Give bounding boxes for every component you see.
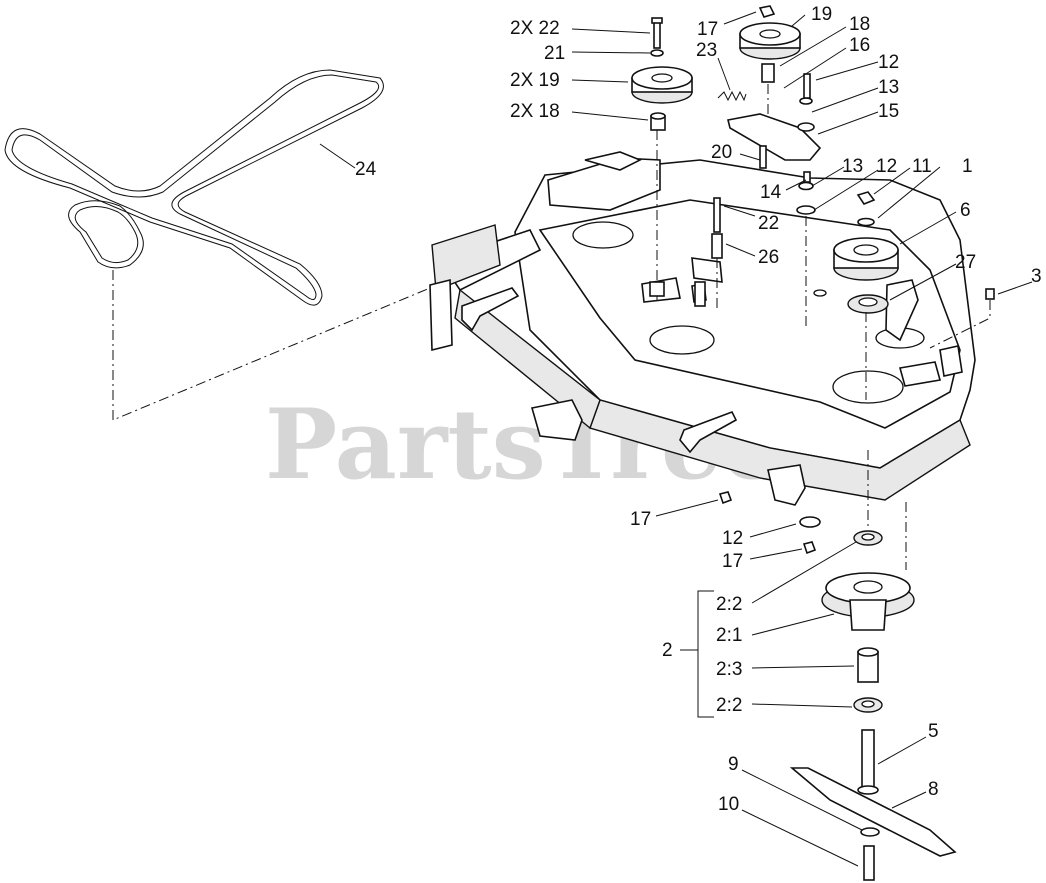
callout-18: 18 bbox=[849, 14, 870, 35]
nut-17 bbox=[758, 5, 776, 18]
washer-21 bbox=[650, 49, 664, 57]
callout-17-bottom: 17 bbox=[722, 551, 743, 572]
callout-13-top: 13 bbox=[878, 77, 899, 98]
callout-5: 5 bbox=[928, 721, 939, 742]
bolt-22 bbox=[653, 19, 661, 49]
callout-24: 24 bbox=[355, 159, 377, 180]
callout-23: 23 bbox=[696, 40, 717, 61]
callout-2: 2 bbox=[662, 640, 673, 661]
spindle-pulley-stack bbox=[833, 191, 995, 400]
callout-22: 22 bbox=[758, 213, 779, 234]
callout-2x22: 2X 22 bbox=[510, 18, 560, 39]
callout-2-2-lower: 2:2 bbox=[716, 695, 742, 716]
drive-belt-24 bbox=[4, 69, 431, 421]
callout-3: 3 bbox=[1031, 266, 1042, 287]
callout-12-bottom: 12 bbox=[722, 528, 743, 549]
callout-15: 15 bbox=[878, 101, 899, 122]
callout-26: 26 bbox=[758, 247, 779, 268]
shaft-5 bbox=[861, 729, 875, 791]
callout-16: 16 bbox=[849, 35, 870, 56]
spring-23 bbox=[717, 90, 747, 102]
callout-9: 9 bbox=[728, 754, 739, 775]
washer-1 bbox=[857, 217, 875, 227]
idler-arm-15 bbox=[727, 113, 822, 161]
callout-13-mid: 13 bbox=[842, 156, 863, 177]
callout-2-1: 2:1 bbox=[716, 625, 742, 646]
bolt-20 bbox=[759, 145, 767, 169]
spacer-26 bbox=[711, 233, 723, 259]
callout-17-top: 17 bbox=[697, 19, 718, 40]
blade-8 bbox=[789, 767, 957, 857]
bolt-22b bbox=[713, 197, 721, 233]
callout-2-2-upper: 2:2 bbox=[716, 594, 742, 615]
mower-deck-housing bbox=[429, 151, 976, 506]
callout-12-top: 12 bbox=[878, 52, 899, 73]
callout-1: 1 bbox=[962, 156, 973, 177]
leader-lines bbox=[319, 11, 1033, 867]
callout-14: 14 bbox=[760, 182, 782, 203]
screw-3 bbox=[985, 288, 995, 300]
callout-12-mid: 12 bbox=[876, 156, 897, 177]
callout-27: 27 bbox=[955, 252, 976, 273]
callout-20: 20 bbox=[711, 142, 732, 163]
callout-2x18: 2X 18 bbox=[510, 101, 560, 122]
callout-labels: 2X 22 21 2X 19 2X 18 17 19 18 23 16 12 1… bbox=[355, 4, 1042, 815]
spindle-assembly bbox=[718, 450, 957, 881]
callout-6: 6 bbox=[960, 200, 971, 221]
callout-11: 11 bbox=[912, 156, 932, 177]
nut-11 bbox=[856, 191, 876, 205]
spacer-18b bbox=[761, 63, 775, 83]
bolt-10 bbox=[863, 845, 875, 881]
callout-8: 8 bbox=[928, 779, 939, 800]
callout-17-bottom-left: 17 bbox=[630, 509, 651, 530]
callout-19: 19 bbox=[811, 4, 832, 25]
idler-arm-stack bbox=[717, 5, 822, 330]
callout-2-3: 2:3 bbox=[716, 659, 742, 680]
callout-10: 10 bbox=[718, 794, 739, 815]
callout-2x19: 2X 19 bbox=[510, 70, 560, 91]
callout-21: 21 bbox=[544, 43, 565, 64]
idler-stack-left bbox=[631, 17, 723, 312]
